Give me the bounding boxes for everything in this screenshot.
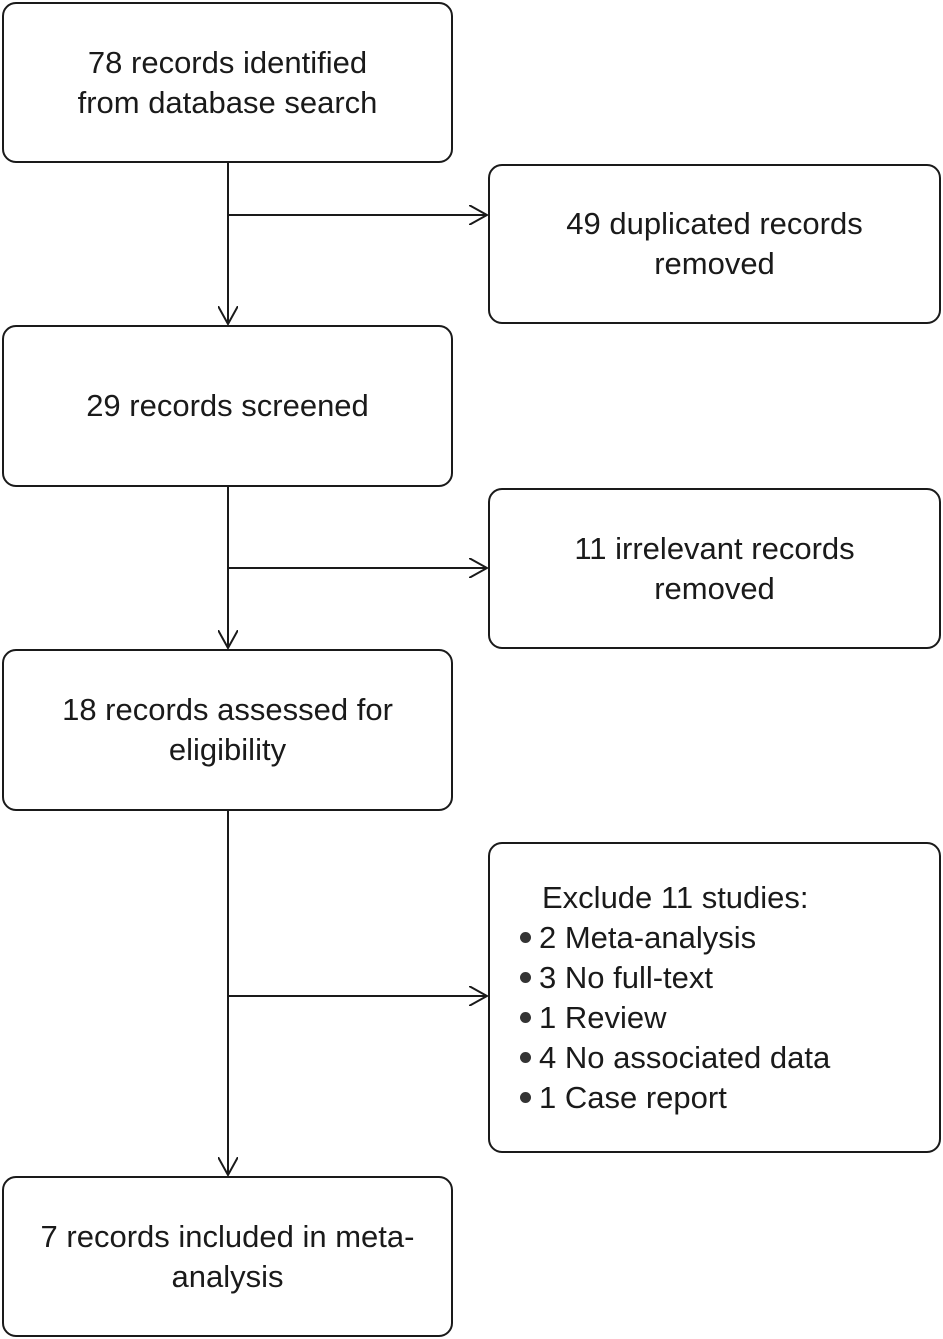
bullet-icon bbox=[520, 932, 531, 943]
excluded-reason: 2 Meta-analysis bbox=[539, 919, 757, 955]
bullet-icon bbox=[520, 1092, 531, 1103]
irrelevant-line-2: removed bbox=[654, 570, 775, 606]
screened-box: 29 records screened bbox=[2, 325, 453, 487]
screened-line-1: 29 records screened bbox=[86, 388, 369, 423]
identified-box: 78 records identified from database sear… bbox=[2, 2, 453, 163]
excluded-reasons-list: 2 Meta-analysis 3 No full-text 1 Review … bbox=[520, 918, 830, 1118]
bullet-icon bbox=[520, 1012, 531, 1023]
duplicates-line-1: 49 duplicated records bbox=[566, 206, 863, 241]
excluded-reason: 4 No associated data bbox=[539, 1039, 831, 1075]
list-item: 1 Case report bbox=[520, 1078, 830, 1118]
excluded-box: Exclude 11 studies: 2 Meta-analysis 3 No… bbox=[488, 842, 941, 1153]
bullet-icon bbox=[520, 1052, 531, 1063]
bullet-icon bbox=[520, 972, 531, 983]
identified-line-2: from database search bbox=[77, 84, 378, 120]
assessed-box: 18 records assessed for eligibility bbox=[2, 649, 453, 811]
list-item: 3 No full-text bbox=[520, 958, 830, 998]
included-box: 7 records included in meta- analysis bbox=[2, 1176, 453, 1337]
irrelevant-line-1: 11 irrelevant records bbox=[574, 530, 855, 566]
list-item: 2 Meta-analysis bbox=[520, 918, 830, 958]
assessed-line-2: eligibility bbox=[168, 732, 287, 767]
duplicates-line-2: removed bbox=[654, 246, 775, 281]
excluded-reason: 3 No full-text bbox=[539, 959, 714, 995]
excluded-reason: 1 Case report bbox=[539, 1079, 727, 1115]
list-item: 1 Review bbox=[520, 998, 830, 1038]
included-line-2: analysis bbox=[171, 1258, 284, 1294]
list-item: 4 No associated data bbox=[520, 1038, 830, 1078]
excluded-title: Exclude 11 studies: bbox=[542, 879, 809, 915]
irrelevant-box: 11 irrelevant records removed bbox=[488, 488, 941, 649]
identified-line-1: 78 records identified bbox=[87, 44, 368, 80]
duplicates-box: 49 duplicated records removed bbox=[488, 164, 941, 324]
assessed-line-1: 18 records assessed for bbox=[62, 692, 393, 727]
included-line-1: 7 records included in meta- bbox=[40, 1218, 415, 1254]
excluded-reason: 1 Review bbox=[539, 999, 667, 1035]
